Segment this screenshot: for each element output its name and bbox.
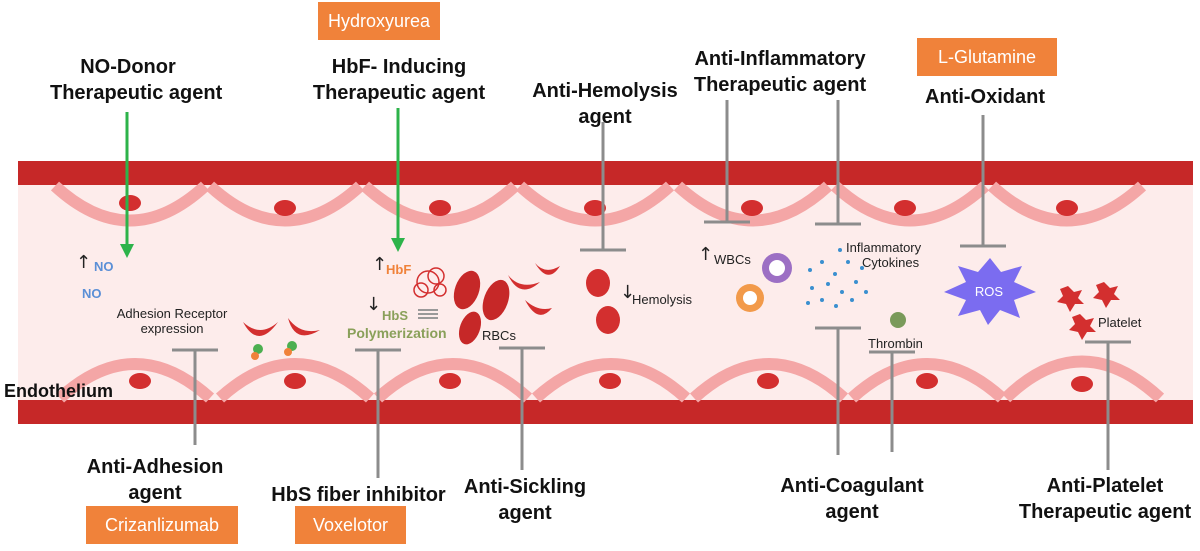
crizanlizumab-drug-box: Crizanlizumab xyxy=(86,506,238,544)
wbcs-label: WBCs xyxy=(714,252,751,267)
l-glutamine-drug-box: L-Glutamine xyxy=(917,38,1057,76)
no-label-bottom: NO xyxy=(82,286,102,301)
hbs-label: HbS xyxy=(382,308,408,323)
cytokine-dots xyxy=(806,248,868,308)
increase-arrow-wbcs: ↑ xyxy=(698,244,714,265)
decrease-arrow-hemolysis: ↓ xyxy=(620,282,636,303)
inhibitor-bars-top xyxy=(580,100,1006,252)
hbf-label: HbF xyxy=(386,262,412,277)
hbs-polymer xyxy=(418,309,438,319)
decrease-arrow-hbs: ↓ xyxy=(366,294,382,315)
anti-oxidant-label: Anti-Oxidant xyxy=(925,86,1045,108)
increase-arrow-no: ↑ xyxy=(76,252,92,273)
endothelial-cells-top xyxy=(50,181,1147,227)
voxelotor-drug-box: Voxelotor xyxy=(295,506,406,544)
no-label-top: NO xyxy=(94,259,114,274)
inhibitor-bars-bottom xyxy=(172,326,1131,478)
ros-label: ROS xyxy=(974,284,1004,299)
rbcs-label: RBCs xyxy=(482,328,516,343)
thrombin-label: Thrombin xyxy=(868,336,923,351)
vessel-wall-top xyxy=(18,161,1193,185)
platelets xyxy=(1057,282,1120,340)
endothelium-label: Endothelium xyxy=(4,381,113,401)
adhered-sickle-cells xyxy=(243,318,320,360)
endothelial-cells-bottom xyxy=(55,355,1165,403)
hbf-molecule xyxy=(413,267,447,298)
hydroxyurea-drug-box: Hydroxyurea xyxy=(318,2,440,40)
polymerization-label: Polymerization xyxy=(347,325,447,341)
white-blood-cells xyxy=(736,253,792,312)
increase-arrow-hbf: ↑ xyxy=(372,254,388,275)
red-blood-cells xyxy=(453,263,560,345)
hbf-inducing-arrow xyxy=(391,108,405,252)
ros-star xyxy=(944,258,1036,325)
hemolyzed-cells xyxy=(586,269,620,334)
hbs-fiber-inhibitor-label: HbS fiber inhibitor xyxy=(271,484,446,506)
platelet-label: Platelet xyxy=(1098,315,1142,330)
hemolysis-label: Hemolysis xyxy=(632,292,692,307)
vessel-wall-bottom xyxy=(18,400,1193,424)
no-donor-arrow xyxy=(120,112,134,258)
thrombin-shape xyxy=(890,312,906,328)
